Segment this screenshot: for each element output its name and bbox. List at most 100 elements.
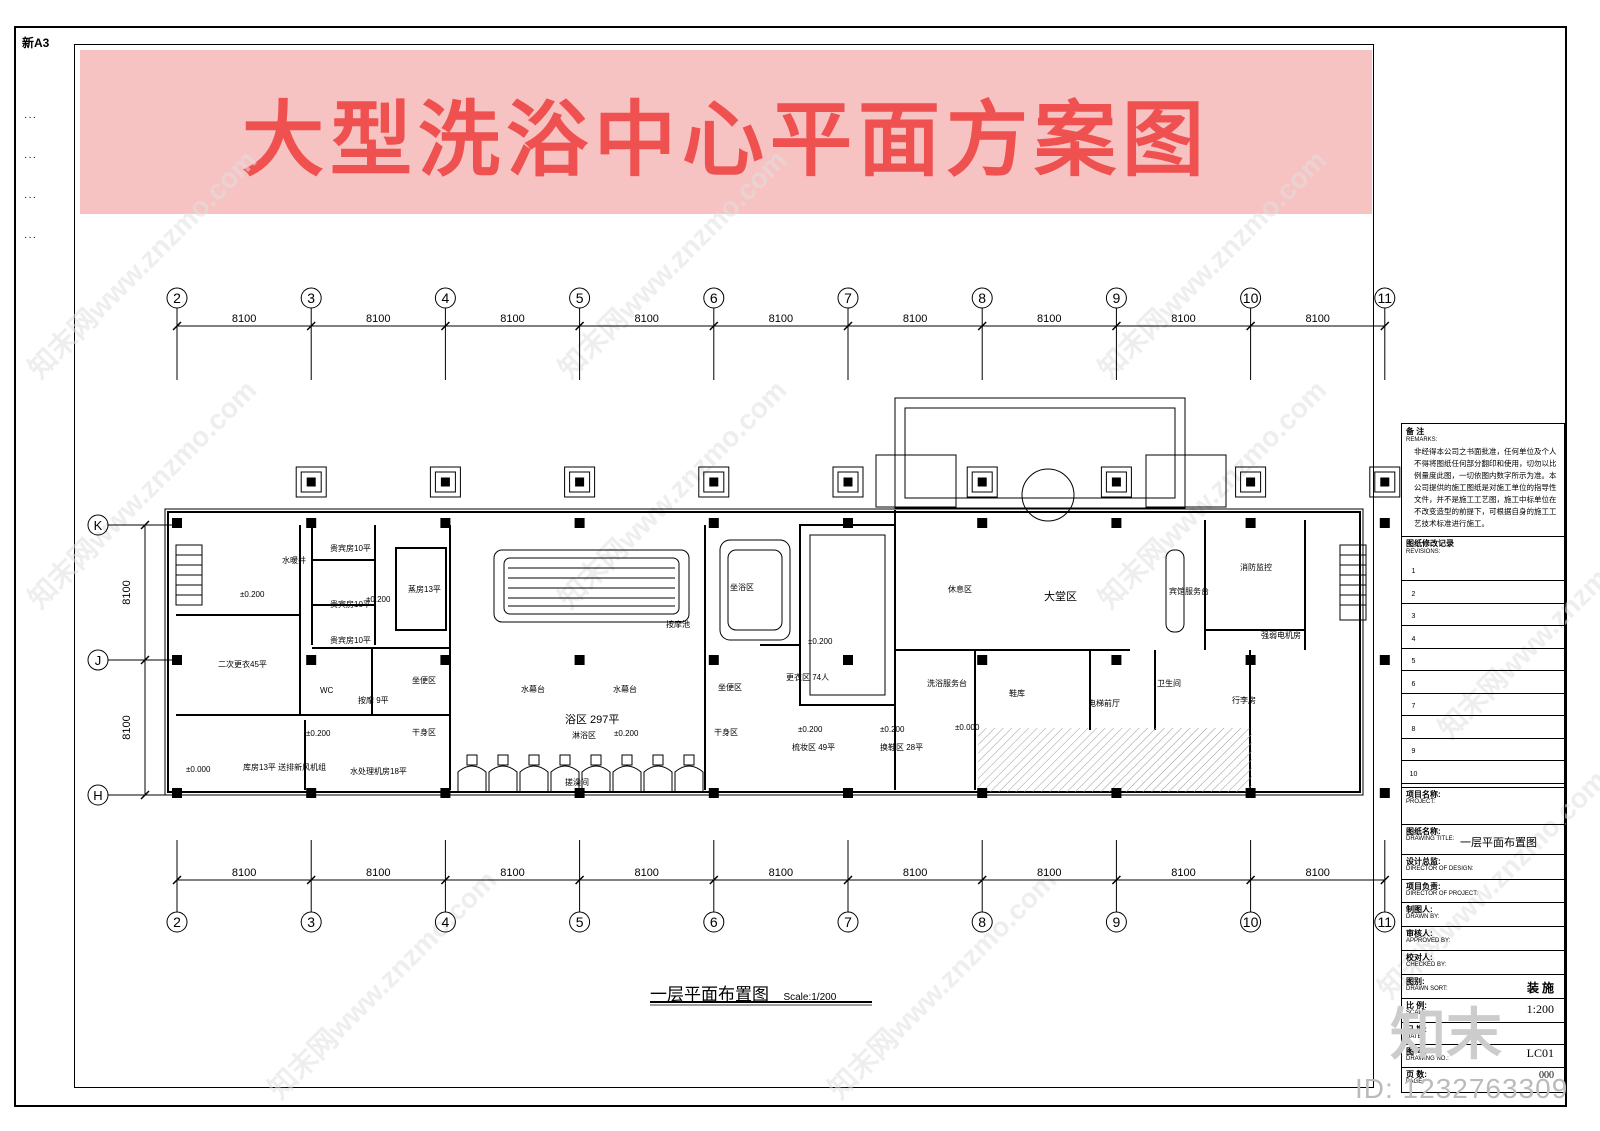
- structural-column: [1245, 788, 1256, 798]
- banner-title: 大型洗浴中心平面方案图: [241, 92, 1210, 188]
- dimension-label: 8100: [500, 867, 524, 879]
- elevation-mark: ±0.000: [186, 765, 211, 774]
- structural-column: [574, 788, 585, 798]
- room-label: 水幕台: [613, 684, 637, 694]
- room-label: 浴区 297平: [565, 713, 619, 726]
- revision-number: 6: [1411, 680, 1416, 688]
- director-label: 设计总监:: [1406, 857, 1441, 866]
- room-label: 坐便区: [412, 675, 436, 685]
- room-label: 休息区: [948, 584, 972, 594]
- structural-column: [1111, 788, 1122, 798]
- dimension-label: 8100: [634, 867, 658, 879]
- sort-label-en: DRAWN SORT:: [1406, 986, 1448, 992]
- structural-column: [1245, 655, 1256, 665]
- structural-column: [440, 788, 451, 798]
- room-label: 蒸房13平: [408, 584, 441, 594]
- axis-label: J: [95, 653, 102, 668]
- revision-number: 7: [1411, 703, 1416, 710]
- structural-column: [843, 655, 853, 665]
- approved-label: 审核人:: [1406, 929, 1433, 938]
- director-label-en: DIRECTOR OF DESIGN:: [1406, 866, 1474, 872]
- dimension-label: 8100: [232, 867, 256, 879]
- structural-column: [574, 655, 585, 665]
- dimension-label: 8100: [1037, 313, 1061, 325]
- room-label: 坐浴区: [730, 582, 754, 592]
- entrance-canopy: [894, 397, 1186, 509]
- room-label: 二次更衣45平: [218, 659, 267, 669]
- structural-column: [1379, 655, 1390, 665]
- structural-column: [708, 655, 719, 665]
- room-label: 水处理机房18平: [350, 766, 407, 776]
- room-label: 强弱电机房: [1261, 630, 1301, 640]
- drawing-scale: Scale:1/200: [783, 992, 837, 1003]
- plunge-pool: [719, 539, 791, 641]
- axis-label: 10: [1243, 290, 1259, 306]
- room-label: 按摩 9平: [358, 695, 389, 705]
- room-label: 洗浴服务台: [927, 678, 967, 688]
- checked-label: 校对人:: [1406, 953, 1433, 962]
- drawn-label-en: DRAWN BY:: [1406, 914, 1440, 920]
- massage-pool: [493, 549, 690, 623]
- notes-header: 备 注: [1406, 427, 1425, 436]
- structural-column: [172, 655, 182, 665]
- axis-label: 2: [173, 914, 181, 930]
- structural-column: [843, 788, 853, 798]
- axis-label: 5: [576, 290, 584, 306]
- dimension-label: 8100: [769, 867, 793, 879]
- axis-label: 6: [710, 290, 718, 306]
- revision-number: 3: [1411, 613, 1416, 620]
- room-label: 贵宾房10平: [330, 599, 371, 609]
- structural-column: [977, 655, 988, 665]
- axis-label: 5: [576, 914, 584, 930]
- stair-right: [1339, 544, 1367, 621]
- dimension-label: 8100: [1171, 313, 1195, 325]
- structural-column: [574, 518, 585, 528]
- elevation-mark: ±0.200: [880, 725, 905, 734]
- axis-label: 8: [978, 914, 986, 930]
- axis-label: 10: [1243, 914, 1259, 930]
- scale-label: 比 例:: [1406, 1001, 1427, 1010]
- notes-text: 非经得本公司之书面批准，任何单位及个人不得将图纸任何部分翻印和使用，切勿以比例量…: [1414, 447, 1557, 528]
- elevation-mark: ±0.200: [306, 729, 331, 738]
- dimension-label: 8100: [1305, 867, 1329, 879]
- watermark-text: 知末网www.znzmo.com: [1092, 373, 1333, 614]
- revisions-header: 图纸修改记录: [1406, 539, 1454, 548]
- structural-column: [1111, 518, 1122, 528]
- axis-label: 9: [1113, 914, 1121, 930]
- drawing-title-label: 图纸名称:: [1406, 827, 1441, 836]
- dimension-label: 8100: [121, 580, 133, 604]
- room-label: 贵宾房10平: [330, 543, 371, 553]
- drawing-title-label-en: DRAWING TITLE:: [1406, 836, 1455, 842]
- axis-label: 3: [307, 914, 315, 930]
- structural-column: [306, 655, 317, 665]
- structural-column: [172, 518, 182, 528]
- margin-mark: ···: [24, 192, 37, 203]
- revision-number: 10: [1409, 770, 1418, 778]
- margin-mark: ···: [24, 232, 37, 243]
- project-director-label-en: DIRECTOR OF PROJECT:: [1406, 891, 1478, 897]
- structural-column: [977, 788, 988, 798]
- drawing-caption: 一层平面布置图 Scale:1/200: [650, 980, 870, 1005]
- title-banner: 大型洗浴中心平面方案图: [80, 50, 1372, 214]
- structural-column: [172, 788, 182, 798]
- stair-left: [175, 544, 203, 606]
- project-label: 项目名称:: [1406, 790, 1441, 799]
- dimension-label: 8100: [366, 867, 390, 879]
- structural-column: [1245, 518, 1256, 528]
- project-director-label: 项目负责:: [1406, 882, 1441, 891]
- building-walls: [167, 511, 1361, 793]
- structural-column: [977, 518, 988, 528]
- axis-label: 4: [442, 290, 450, 306]
- checked-label-en: CHECKED BY:: [1406, 962, 1447, 968]
- page-label: 页 数:: [1406, 1070, 1427, 1079]
- dimension-label: 8100: [634, 313, 658, 325]
- room-label: 水幕台: [521, 684, 545, 694]
- room-label: 搓澡间: [565, 777, 589, 787]
- structural-column: [440, 518, 451, 528]
- interior-walls: [176, 510, 1306, 790]
- dimension-label: 8100: [121, 715, 133, 739]
- dimension-label: 8100: [1037, 867, 1061, 879]
- revision-number: 2: [1411, 590, 1416, 598]
- room-label: 贵宾房10平: [330, 635, 371, 645]
- axis-label: 2: [173, 290, 181, 306]
